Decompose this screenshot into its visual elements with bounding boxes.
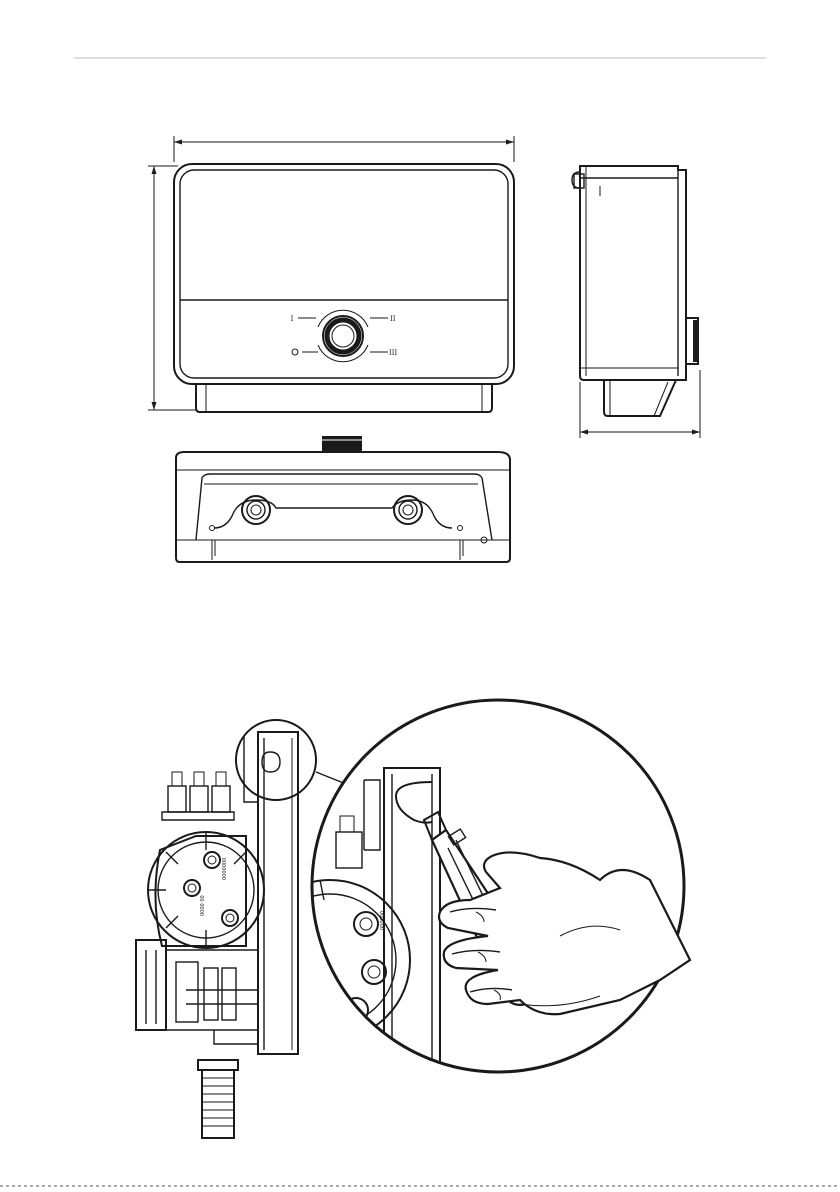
threaded-fitting-icon	[198, 1060, 238, 1138]
terminal-block-icon	[162, 772, 234, 820]
svg-text:000000: 000000	[380, 911, 386, 930]
front-view: I II III	[148, 136, 514, 412]
temperature-knob-icon	[292, 310, 388, 362]
bottom-view	[176, 436, 510, 562]
knob-mark-two: II	[390, 315, 396, 323]
svg-text:0000000: 0000000	[222, 858, 228, 880]
heater-drum-icon: 0000000 0000 00	[148, 832, 264, 948]
knob-mark-three: III	[389, 349, 398, 357]
knob-mark-one: I	[291, 315, 294, 323]
svg-text:0000 00: 0000 00	[200, 895, 206, 916]
side-view	[572, 166, 700, 438]
installation-illustration: 0000000 0000 00	[136, 700, 690, 1138]
